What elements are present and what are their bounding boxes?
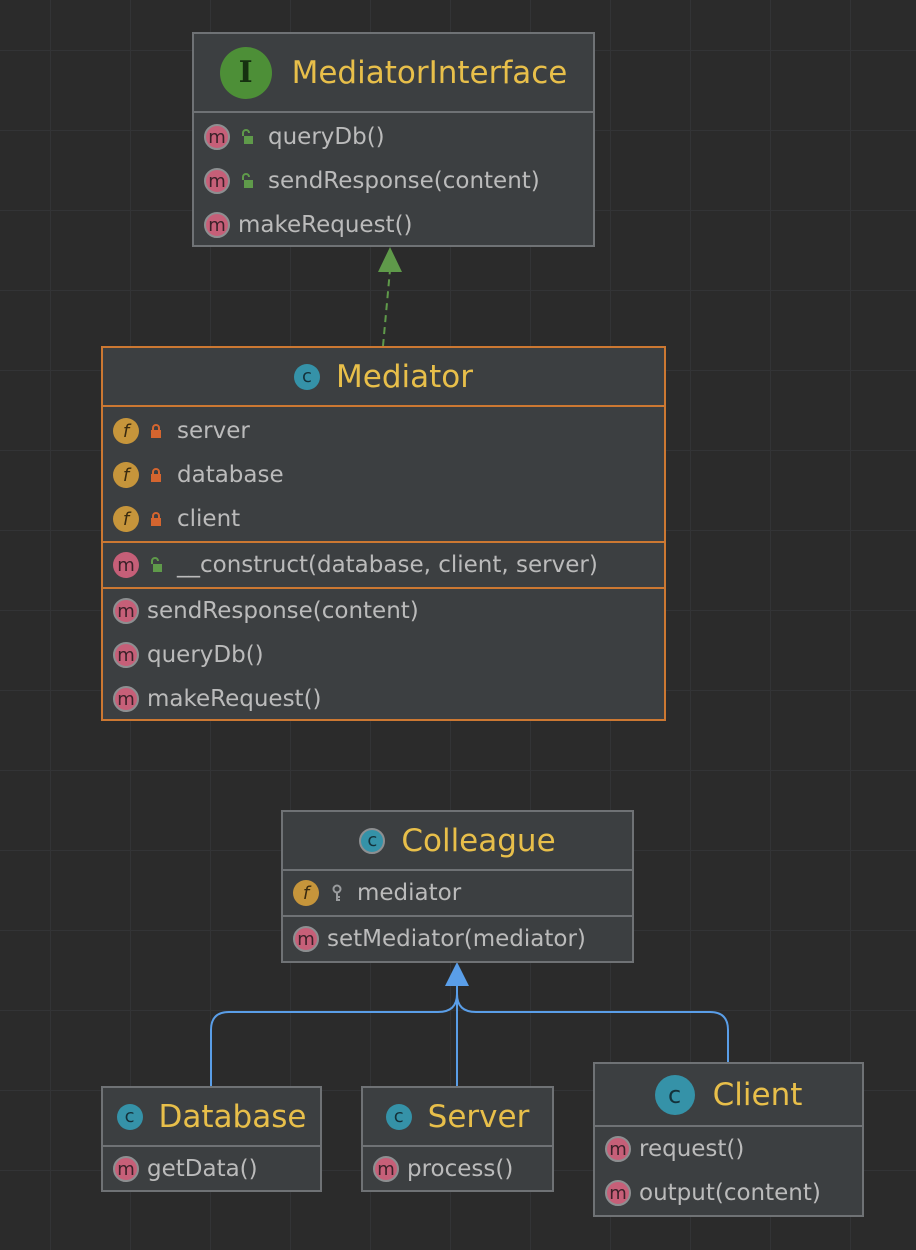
method-icon: m (605, 1136, 631, 1162)
method-row[interactable]: m request() (595, 1127, 862, 1171)
mediator-header: c Mediator (103, 348, 664, 407)
method-label: sendResponse(content) (268, 168, 540, 194)
class-kind-icon: c (116, 1103, 143, 1130)
server-header: c Server (363, 1088, 552, 1147)
private-lock-icon (151, 424, 161, 438)
private-lock-icon (151, 512, 161, 526)
class-kind-icon: c (294, 363, 320, 390)
interface-kind-icon: I (219, 46, 272, 99)
method-icon: m (293, 926, 319, 952)
database-node[interactable]: c Database m getData() (101, 1086, 322, 1192)
method-icon: m (204, 168, 230, 194)
client-methods: m request() m output(content) (595, 1127, 862, 1215)
field-icon: f (113, 506, 139, 532)
field-label: client (177, 506, 241, 532)
field-label: mediator (357, 880, 462, 906)
extends-edge-database-to-colleague (210, 985, 458, 1086)
method-icon: m (113, 552, 139, 578)
method-icon: m (113, 642, 139, 668)
mediator-interface-title: MediatorInterface (291, 54, 568, 91)
private-lock-icon (151, 468, 161, 482)
mediator-interface-node[interactable]: I MediatorInterface m queryDb() m sendRe… (192, 32, 595, 247)
field-row[interactable]: f server (103, 409, 664, 453)
method-icon: m (204, 212, 230, 238)
colleague-node[interactable]: c Colleague f mediator m setMediator(med… (281, 810, 634, 963)
field-icon: f (113, 418, 139, 444)
method-icon: m (373, 1156, 399, 1182)
method-label: queryDb() (268, 124, 385, 150)
public-unlock-icon (242, 129, 253, 144)
field-icon: f (113, 462, 139, 488)
method-label: getData() (147, 1156, 258, 1182)
method-row[interactable]: m queryDb() (103, 633, 664, 677)
method-row[interactable]: m getData() (103, 1147, 320, 1191)
field-icon: f (293, 880, 319, 906)
method-label: sendResponse(content) (147, 598, 419, 624)
method-label: output(content) (639, 1180, 821, 1206)
public-unlock-icon (151, 557, 162, 572)
abstract-class-kind-icon: c (359, 827, 386, 854)
method-row[interactable]: m output(content) (595, 1171, 862, 1215)
field-row[interactable]: f database (103, 453, 664, 497)
mediator-methods: m sendResponse(content) m queryDb() m ma… (103, 589, 664, 721)
mediator-interface-methods: m queryDb() m sendResponse(content) m ma… (194, 113, 593, 247)
mediator-fields: f server f database f client (103, 407, 664, 543)
database-title: Database (158, 1098, 307, 1135)
colleague-title: Colleague (401, 822, 556, 859)
implements-arrowhead (378, 247, 402, 272)
method-icon: m (113, 598, 139, 624)
method-row[interactable]: m queryDb() (194, 115, 593, 159)
constructor-label: __construct(database, client, server) (177, 552, 598, 578)
database-header: c Database (103, 1088, 320, 1147)
client-node[interactable]: c Client m request() m output(content) (593, 1062, 864, 1217)
method-label: setMediator(mediator) (327, 926, 586, 952)
client-title: Client (712, 1076, 803, 1113)
method-icon: m (204, 124, 230, 150)
mediator-constructor: m __construct(database, client, server) (103, 543, 664, 589)
implements-edge-mediator-to-interface (382, 269, 391, 347)
server-node[interactable]: c Server m process() (361, 1086, 554, 1192)
method-icon: m (605, 1180, 631, 1206)
field-row[interactable]: f mediator (283, 871, 632, 915)
method-label: makeRequest() (147, 686, 322, 712)
method-label: process() (407, 1156, 514, 1182)
method-label: makeRequest() (238, 212, 413, 238)
server-methods: m process() (363, 1147, 552, 1191)
method-row[interactable]: m sendResponse(content) (194, 159, 593, 203)
extends-edge-client-to-colleague (456, 993, 729, 1062)
method-row[interactable]: m makeRequest() (103, 677, 664, 721)
method-label: request() (639, 1136, 745, 1162)
field-row[interactable]: f client (103, 497, 664, 541)
constructor-row[interactable]: m __construct(database, client, server) (103, 543, 664, 587)
mediator-title: Mediator (336, 358, 473, 395)
client-header: c Client (595, 1064, 862, 1127)
method-row[interactable]: m process() (363, 1147, 552, 1191)
public-unlock-icon (242, 173, 253, 188)
mediator-node[interactable]: c Mediator f server f database f (101, 346, 666, 721)
mediator-interface-header: I MediatorInterface (194, 34, 593, 113)
field-label: server (177, 418, 250, 444)
method-row[interactable]: m setMediator(mediator) (283, 917, 632, 961)
method-icon: m (113, 686, 139, 712)
method-icon: m (113, 1156, 139, 1182)
field-label: database (177, 462, 284, 488)
database-methods: m getData() (103, 1147, 320, 1191)
method-row[interactable]: m sendResponse(content) (103, 589, 664, 633)
colleague-fields: f mediator (283, 871, 632, 917)
colleague-methods: m setMediator(mediator) (283, 917, 632, 961)
protected-key-icon (332, 884, 342, 901)
method-label: queryDb() (147, 642, 264, 668)
extends-arrowhead (445, 962, 469, 986)
server-title: Server (427, 1098, 530, 1135)
method-row[interactable]: m makeRequest() (194, 203, 593, 247)
class-kind-icon: c (654, 1074, 695, 1115)
colleague-header: c Colleague (283, 812, 632, 871)
class-kind-icon: c (385, 1103, 412, 1130)
